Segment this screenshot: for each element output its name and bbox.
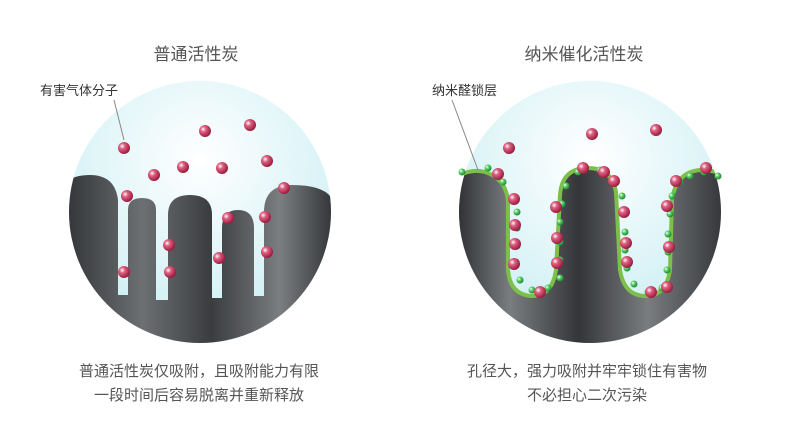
molecule-icon xyxy=(259,211,271,223)
molecule-icon xyxy=(163,239,175,251)
left-circle xyxy=(69,81,331,343)
right-panel-title: 纳米催化活性炭 xyxy=(524,45,644,65)
nano-particle-icon xyxy=(666,210,674,218)
nano-particle-icon xyxy=(516,276,524,284)
molecule-icon xyxy=(503,142,515,154)
molecule-icon xyxy=(661,200,673,212)
molecule-icon xyxy=(199,125,211,137)
molecule-icon xyxy=(261,246,273,258)
molecule-icon xyxy=(509,219,521,231)
molecule-icon xyxy=(534,286,546,298)
left-callout-line xyxy=(113,99,125,141)
right-circle xyxy=(459,81,721,343)
left-molecule-group xyxy=(118,119,290,278)
right-molecule-group xyxy=(492,124,712,298)
nano-particle-icon xyxy=(686,172,694,180)
right-caption-line-2: 不必担心二次污染 xyxy=(526,386,647,404)
left-callout-label: 有害气体分子 xyxy=(40,84,119,99)
molecule-icon xyxy=(508,258,520,270)
molecule-icon xyxy=(650,124,662,136)
nano-particle-icon xyxy=(556,274,564,282)
nano-particle-icon xyxy=(499,178,507,186)
nano-particle-icon xyxy=(630,280,638,288)
molecule-icon xyxy=(551,232,563,244)
molecule-icon xyxy=(586,128,598,140)
molecule-icon xyxy=(509,238,521,250)
molecule-icon xyxy=(121,190,133,202)
molecule-icon xyxy=(618,206,630,218)
molecule-icon xyxy=(222,212,234,224)
left-caption-line-1: 普通活性炭仅吸附，且吸附能力有限 xyxy=(78,362,319,380)
left-caption: 普通活性炭仅吸附，且吸附能力有限 一段时间后容易脱离并重新释放 xyxy=(34,359,364,407)
nano-particle-icon xyxy=(484,164,492,172)
right-caption: 孔径大，强力吸附并牢牢锁住有害物 不必担心二次污染 xyxy=(422,359,752,407)
molecule-icon xyxy=(278,182,290,194)
right-caption-line-1: 孔径大，强力吸附并牢牢锁住有害物 xyxy=(466,362,707,380)
nano-particle-icon xyxy=(621,228,629,236)
nano-particle-icon xyxy=(714,172,722,180)
right-callout-line xyxy=(451,99,479,171)
right-carbon-pores xyxy=(459,165,721,343)
molecule-icon xyxy=(244,119,256,131)
nano-particle-icon xyxy=(556,218,564,226)
left-carbon-pores xyxy=(69,175,331,343)
nano-particle-icon xyxy=(528,286,536,294)
nano-particle-icon xyxy=(664,230,672,238)
left-caption-line-2: 一段时间后容易脱离并重新释放 xyxy=(93,386,304,404)
molecule-icon xyxy=(621,256,633,268)
nano-particle-icon xyxy=(513,208,521,216)
molecule-icon xyxy=(508,193,520,205)
nano-particle-icon xyxy=(544,284,552,292)
nano-particle-icon xyxy=(458,168,466,176)
molecule-icon xyxy=(608,175,620,187)
molecule-icon xyxy=(261,155,273,167)
molecule-icon xyxy=(661,281,673,293)
right-callout-label: 纳米醛锁层 xyxy=(432,84,498,99)
molecule-icon xyxy=(550,201,562,213)
molecule-icon xyxy=(670,175,682,187)
molecule-icon xyxy=(663,241,675,253)
molecule-icon xyxy=(577,162,589,174)
nano-particle-icon xyxy=(562,182,570,190)
molecule-icon xyxy=(118,266,130,278)
molecule-icon xyxy=(164,266,176,278)
nano-particle-icon xyxy=(663,266,671,274)
molecule-icon xyxy=(700,162,712,174)
nano-particle-icon xyxy=(668,192,676,200)
molecule-icon xyxy=(213,252,225,264)
molecule-icon xyxy=(645,286,657,298)
molecule-icon xyxy=(492,168,504,180)
nano-particle-icon xyxy=(618,192,626,200)
molecule-icon xyxy=(551,257,563,269)
molecule-icon xyxy=(598,166,610,178)
molecule-icon xyxy=(620,237,632,249)
molecule-icon xyxy=(148,169,160,181)
molecule-icon xyxy=(177,161,189,173)
molecule-icon xyxy=(216,162,228,174)
left-panel-title: 普通活性炭 xyxy=(153,45,239,65)
molecule-icon xyxy=(118,142,130,154)
